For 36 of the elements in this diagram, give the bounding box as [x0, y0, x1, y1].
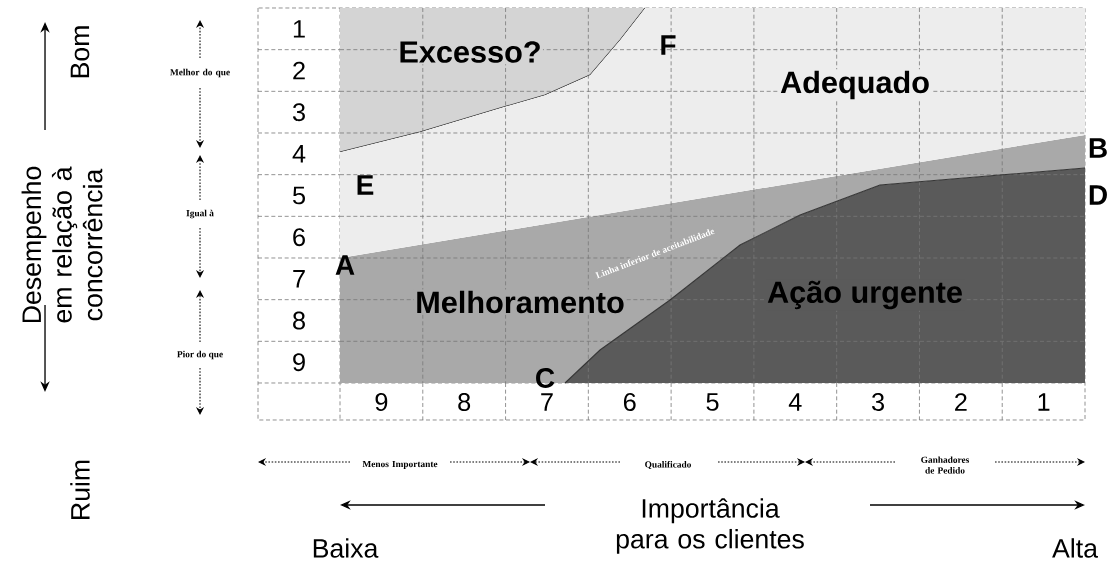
axis-label: Bom [70, 26, 90, 78]
axis-label: Ruim [70, 460, 90, 519]
axis-label: Baixa [313, 538, 379, 558]
column-number: 9 [375, 393, 388, 411]
column-number: 4 [788, 393, 802, 411]
row-number: 3 [292, 103, 305, 122]
point-letter: B [1089, 138, 1107, 158]
point-letter: F [661, 35, 676, 55]
point-letter: C [536, 368, 555, 388]
axis-title: Importância para os clientes [616, 498, 804, 554]
row-number: 9 [293, 353, 305, 372]
category-label: Menos Importante [362, 460, 438, 470]
row-number: 4 [292, 145, 306, 163]
row-number: 2 [293, 61, 305, 80]
point-letter: E [357, 175, 374, 195]
axis-title: Desempenho em relação à concorrência [21, 166, 103, 323]
category-label: Ganhadores de Pedido [921, 456, 970, 474]
column-number: 3 [872, 393, 884, 411]
point-letter: A [335, 255, 355, 275]
column-number: 6 [623, 393, 636, 411]
scale-label: Melhor do que [170, 68, 230, 78]
row-number: 7 [293, 270, 305, 288]
column-number: 5 [706, 393, 719, 411]
row-number: 1 [293, 20, 305, 38]
row-number: 5 [292, 186, 305, 205]
row-number: 6 [293, 228, 305, 247]
row-number: 8 [293, 311, 305, 330]
column-number: 8 [458, 393, 471, 411]
category-label: Qualificado [645, 460, 691, 470]
point-letter: D [1089, 185, 1107, 205]
scale-label: Igual à [186, 209, 214, 219]
column-number: 7 [541, 393, 553, 411]
axis-label: Alta [1052, 538, 1098, 558]
scale-label: Pior do que [177, 350, 223, 360]
column-number: 2 [955, 393, 967, 411]
column-number: 1 [1038, 393, 1050, 411]
